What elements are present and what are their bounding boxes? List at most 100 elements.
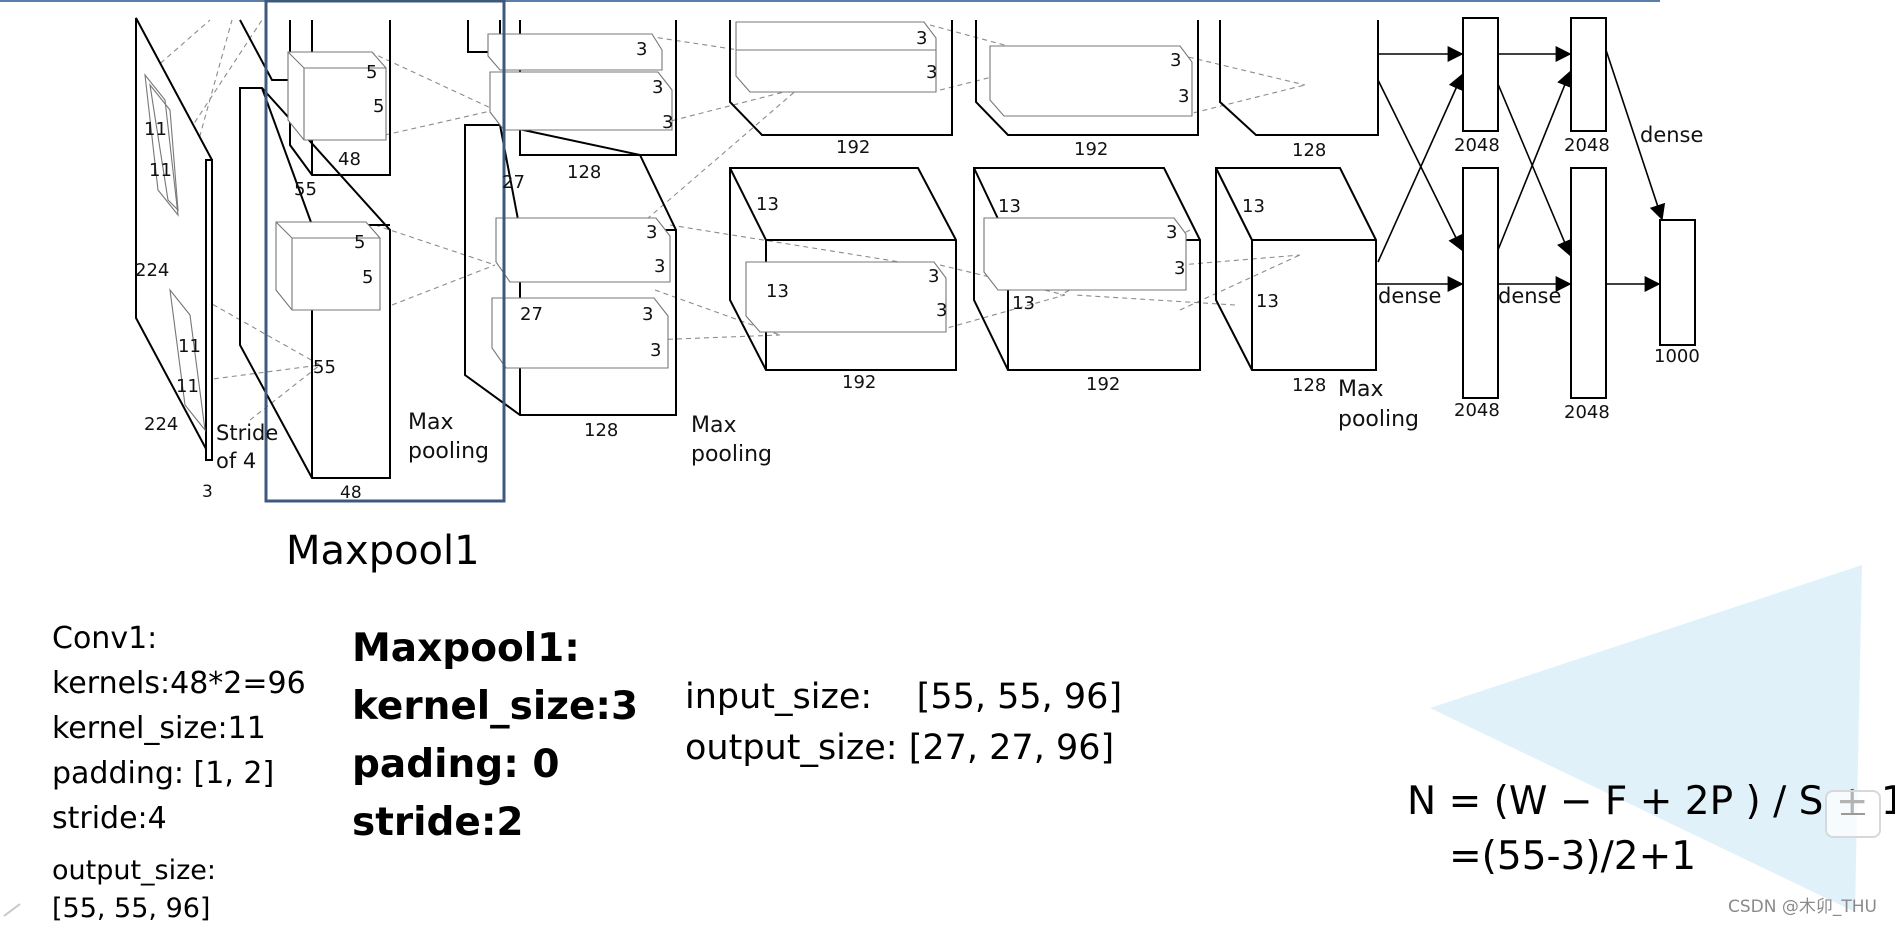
minus-icon (1841, 813, 1865, 815)
conv1-kernel-label-c: 5 (354, 232, 365, 253)
maxpool1-params: Maxpool1: kernel_size:3 pading: 0 stride… (352, 620, 638, 852)
conv1-kernels: kernels:48*2=96 (52, 666, 306, 701)
maxpool1-pading: pading: 0 (352, 742, 560, 787)
dense-label-fc1: dense (1378, 284, 1441, 308)
output-size-label: 1000 (1654, 346, 1700, 367)
conv1-kernels (275, 51, 387, 311)
conv4-kernel-label-2: 3 (1178, 86, 1189, 107)
fc1-top-label: 2048 (1454, 135, 1500, 156)
conv1-point-label: 55 (313, 357, 336, 378)
formula-line1: N = (W − F + 2P ) / S + 1 (1407, 779, 1895, 824)
input-kernel-label-c: 11 (178, 336, 201, 357)
conv4-depth-bottom-label: 192 (1086, 374, 1120, 395)
conv2-kernel-label-6: 3 (642, 304, 653, 325)
conv4-size-label-b: 13 (1012, 293, 1035, 314)
conv3-depth-top-label: 192 (836, 137, 870, 158)
maxpool1-label-line1: Max (408, 410, 453, 435)
conv5-depth-top-label: 128 (1292, 140, 1326, 161)
conv1-depth-bottom-label: 48 (340, 483, 362, 503)
maxpool2-label-line1: Max (691, 413, 736, 438)
input-kernels (144, 73, 206, 432)
maxpool2-label-line2: pooling (691, 442, 772, 467)
conv4-kernels (983, 45, 1193, 291)
conv2-kernel-label-2: 3 (652, 77, 663, 98)
conv1-depth-top-label: 48 (338, 149, 361, 170)
pen-icon (3, 903, 21, 917)
input-size: input_size: [55, 55, 96] (685, 677, 1123, 717)
conv2-depth-top-label: 128 (567, 162, 601, 183)
conv2-size-label: 27 (502, 172, 525, 193)
conv1-size-label: 55 (294, 179, 317, 200)
conv3-kernel-label-3: 3 (928, 266, 939, 287)
conv1-title: Conv1: (52, 621, 158, 656)
stride-label-line1: Stride (216, 421, 278, 445)
conv4-kernel-label-3: 3 (1166, 222, 1177, 243)
conv5-size-label-a: 13 (1242, 196, 1265, 217)
output-size-formula: N = (W − F + 2P ) / S + 1 =(55-3)/2+1 (1407, 774, 1895, 884)
conv2-kernel-label-4: 3 (646, 222, 657, 243)
conv5-layer (1215, 20, 1379, 371)
conv1-output-value: [55, 55, 96] (52, 893, 211, 924)
conv2-depth-bottom-label: 128 (584, 420, 618, 441)
maxpool1-kernel-size: kernel_size:3 (352, 684, 639, 729)
conv1-kernel-label-b: 5 (373, 96, 384, 117)
maxpool3-label-line1: Max (1338, 377, 1383, 402)
conv3-size-label-b: 13 (766, 281, 789, 302)
alexnet-architecture-diagram: 11 11 224 11 11 224 Stride of 4 3 5 5 48… (135, 0, 1703, 503)
conv2-kernels (487, 33, 673, 369)
input-kernel-label-a: 11 (144, 119, 167, 140)
stride-label-line2: of 4 (216, 449, 256, 473)
input-image-layer (135, 17, 213, 461)
maxpool3-label-line2: pooling (1338, 407, 1419, 432)
maxpool1-title: Maxpool1: (352, 626, 580, 671)
conv5-depth-bottom-label: 128 (1292, 375, 1326, 396)
minimize-button[interactable] (1825, 790, 1881, 838)
dense-label-output: dense (1640, 123, 1703, 147)
conv4-kernel-label-1: 3 (1170, 50, 1181, 71)
conv1-params: Conv1: kernels:48*2=96 kernel_size:11 pa… (52, 616, 306, 841)
conv1-output: output_size: [55, 55, 96] (52, 852, 216, 928)
maxpool1-stride: stride:2 (352, 800, 524, 845)
conv4-kernel-label-4: 3 (1174, 258, 1185, 279)
formula-line2: =(55-3)/2+1 (1449, 834, 1697, 879)
dense-layers (1462, 17, 1696, 399)
dense-label-fc2: dense (1498, 284, 1561, 308)
input-kernel-label-b: 11 (149, 160, 172, 181)
maxpool1-label-line2: pooling (408, 439, 489, 464)
watermark: CSDN @木卯_THU (1728, 897, 1877, 917)
conv3-kernel-label-1: 3 (916, 28, 927, 49)
maxpool1-highlight-box (264, 0, 506, 503)
input-height-label: 224 (144, 414, 178, 435)
conv4-depth-top-label: 192 (1074, 139, 1108, 160)
conv3-depth-bottom-label: 192 (842, 372, 876, 393)
output-size: output_size: [27, 27, 96] (685, 728, 1115, 768)
conv1-kernel-label-d: 5 (362, 267, 373, 288)
input-kernel-label-d: 11 (176, 376, 199, 397)
conv2-kernel-label-5: 3 (654, 256, 665, 277)
conv1-padding: padding: [1, 2] (52, 756, 275, 791)
fc1-bottom-label: 2048 (1454, 400, 1500, 421)
conv3-kernels (735, 21, 947, 333)
conv1-kernel-size: kernel_size:11 (52, 711, 266, 746)
conv1-stride: stride:4 (52, 801, 167, 836)
conv3-size-label-a: 13 (756, 194, 779, 215)
conv2-size-label-b: 27 (520, 304, 543, 325)
conv2-kernel-label-3: 3 (662, 112, 673, 133)
conv4-size-label-a: 13 (998, 196, 1021, 217)
conv1-kernel-label-a: 5 (366, 62, 377, 83)
fc2-bottom-label: 2048 (1564, 402, 1610, 423)
dense-arrows (1376, 46, 1666, 292)
maxpool1-caption: Maxpool1 (286, 528, 480, 574)
conv5-size-label-b: 13 (1256, 291, 1279, 312)
input-depth-label: 3 (202, 482, 213, 502)
conv1-output-label: output_size: (52, 855, 217, 886)
conv3-kernel-label-4: 3 (936, 300, 947, 321)
input-width-label: 224 (135, 260, 169, 281)
fc2-top-label: 2048 (1564, 135, 1610, 156)
top-divider-line (0, 0, 1660, 2)
conv2-kernel-label-1: 3 (636, 39, 647, 60)
conv2-kernel-label-7: 3 (650, 340, 661, 361)
conv3-kernel-label-2: 3 (926, 62, 937, 83)
io-sizes: input_size: [55, 55, 96] output_size: [2… (685, 672, 1122, 774)
